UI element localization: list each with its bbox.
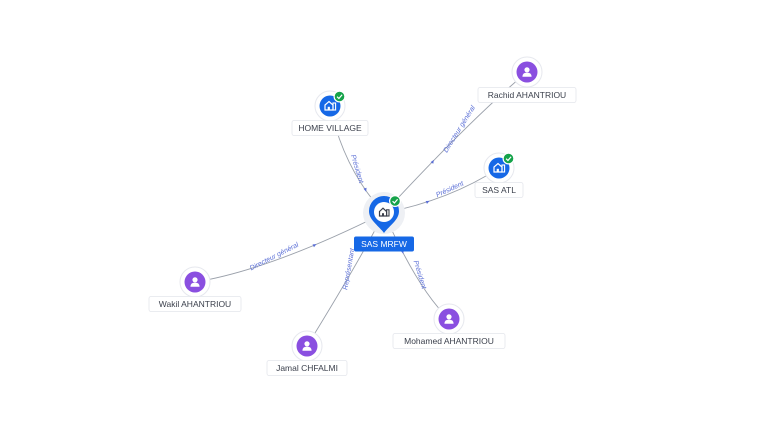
node-label-background [392, 333, 506, 349]
edge-label: Directeur général [249, 241, 300, 272]
node-label-text: SAS MRFW [361, 239, 407, 249]
node-label-text: Jamal CHFALMI [276, 363, 338, 373]
node-rachid[interactable]: Rachid AHANTRIOU [477, 56, 577, 103]
edge-arrow-icon [425, 200, 430, 204]
node-sas-atl[interactable]: SAS ATL [474, 152, 524, 198]
node-jamal[interactable]: Jamal CHFALMI [266, 330, 348, 376]
node-label: SAS MRFW [354, 236, 414, 252]
edge-label: Représentant [342, 247, 356, 291]
edge-arrow-icon [312, 244, 317, 248]
node-label: Wakil AHANTRIOU [148, 296, 242, 312]
node-label-background [354, 236, 414, 252]
node-label-background [474, 182, 524, 198]
node-label-background [266, 360, 348, 376]
verified-check-icon [502, 152, 515, 165]
node-mohamed[interactable]: Mohamed AHANTRIOU [392, 303, 506, 349]
node-label-background [291, 120, 369, 136]
node-label-text: Mohamed AHANTRIOU [404, 336, 494, 346]
node-label-text: Rachid AHANTRIOU [488, 90, 566, 100]
node-label: HOME VILLAGE [291, 120, 369, 136]
nodes-layer: HOME VILLAGE Rachid AHANTRIOU SAS ATL Wakil… [148, 56, 577, 376]
node-disc [488, 157, 510, 179]
company-building-icon [378, 207, 390, 217]
node-label-background [477, 87, 577, 103]
node-disc [319, 95, 341, 117]
person-icon [190, 277, 200, 287]
edge-label: Président [412, 260, 428, 291]
edge-label: Président [349, 154, 365, 185]
node-wakil[interactable]: Wakil AHANTRIOU [148, 266, 242, 312]
node-label: Mohamed AHANTRIOU [392, 333, 506, 349]
node-label: Jamal CHFALMI [266, 360, 348, 376]
company-building-icon [493, 162, 506, 173]
edge-line [194, 212, 385, 283]
person-icon [302, 341, 312, 351]
verified-check-icon [389, 195, 402, 208]
edge-label: Directeur général [443, 104, 478, 154]
node-label: Rachid AHANTRIOU [477, 87, 577, 103]
company-building-icon [324, 100, 337, 111]
node-label-text: SAS ATL [482, 185, 516, 195]
edge-jamal: Représentant [306, 212, 385, 347]
person-icon [522, 67, 532, 77]
edge-label: Président [435, 180, 466, 199]
node-label-text: Wakil AHANTRIOU [159, 299, 231, 309]
node-home-village[interactable]: HOME VILLAGE [291, 90, 369, 136]
node-label-text: HOME VILLAGE [298, 123, 362, 133]
node-label: SAS ATL [474, 182, 524, 198]
edge-line [383, 71, 528, 214]
person-icon [444, 314, 454, 324]
edge-arrow-icon [363, 187, 367, 192]
edge-arrow-icon [430, 159, 434, 164]
node-label-background [148, 296, 242, 312]
focus-pin-inner [374, 202, 394, 222]
focus-node-sas-mrfw[interactable]: SAS MRFW [354, 192, 414, 252]
verified-check-icon [333, 90, 346, 103]
